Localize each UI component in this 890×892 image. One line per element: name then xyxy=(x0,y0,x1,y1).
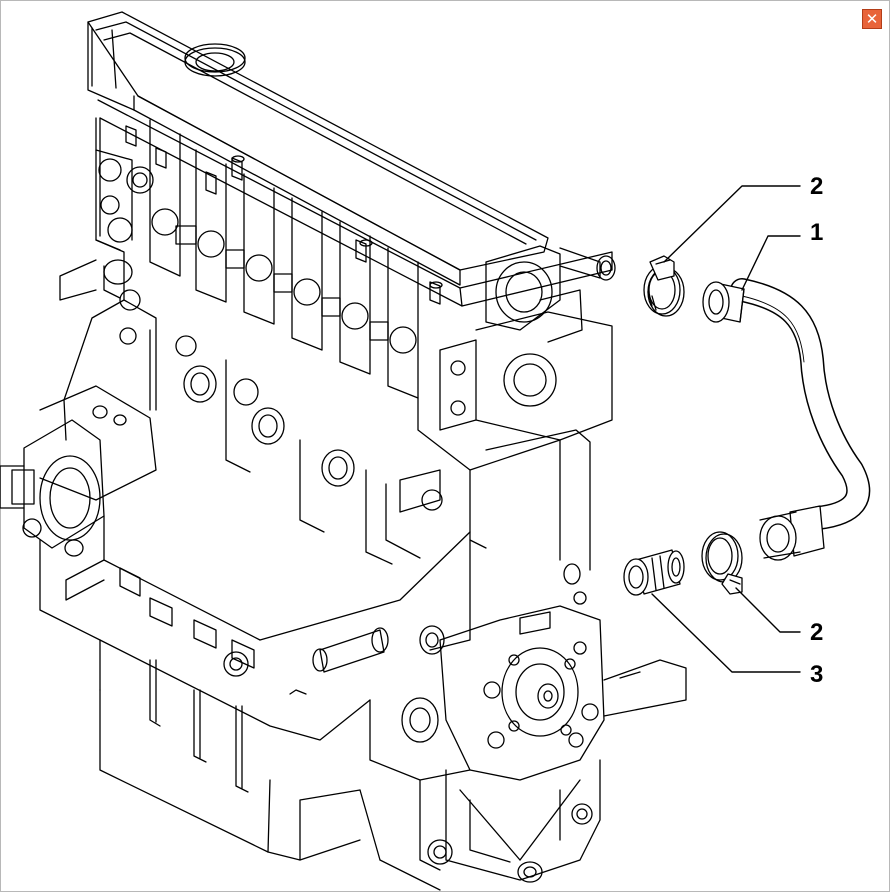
pipe-fitting-part-3 xyxy=(623,549,685,596)
callout-label-2-upper: 2 xyxy=(810,173,823,200)
leader-line-1 xyxy=(741,235,801,291)
leader-line-2-upper xyxy=(663,185,801,263)
engine-block-illustration xyxy=(0,11,687,891)
leader-line-3 xyxy=(651,593,801,673)
coolant-hose-part-1 xyxy=(702,278,871,561)
hose-clamp-upper-part-2 xyxy=(643,255,685,317)
callout-label-1: 1 xyxy=(810,219,823,246)
callout-leader-lines xyxy=(651,185,801,673)
close-x-icon[interactable]: ✕ xyxy=(862,9,882,29)
hose-clamp-lower-part-2 xyxy=(701,531,743,595)
leader-line-2-lower xyxy=(735,587,801,633)
callout-label-2-lower: 2 xyxy=(810,619,823,646)
callout-label-3: 3 xyxy=(810,661,823,688)
